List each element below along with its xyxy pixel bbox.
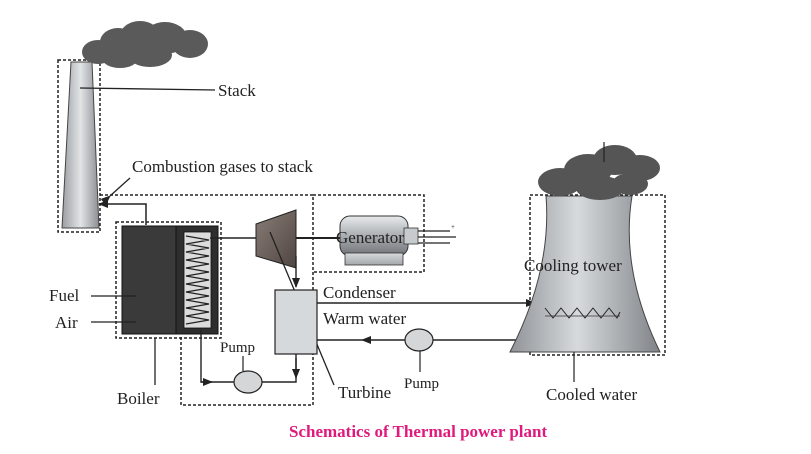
plant-boundary-dashed xyxy=(100,194,314,406)
generator-boundary-dashed xyxy=(313,194,425,273)
stack-chimney xyxy=(57,59,101,233)
diagram-caption: Schematics of Thermal power plant xyxy=(289,422,547,441)
generator-label: Generator xyxy=(336,228,404,247)
stack-smoke xyxy=(82,21,208,68)
combustion-gases-label: Combustion gases to stack xyxy=(132,157,313,176)
turbine-label: Turbine xyxy=(338,383,391,402)
combustion-leader-line xyxy=(100,177,131,205)
boiler xyxy=(121,225,219,335)
boiler-coil xyxy=(185,235,210,325)
tower-spray-nozzles xyxy=(544,307,621,319)
boiler-label: Boiler xyxy=(117,389,160,408)
pump-left-label: Pump xyxy=(220,340,255,356)
warm-water-label: Warm water xyxy=(323,309,406,328)
boiler-boundary-dashed xyxy=(115,221,222,339)
condensate-pipe xyxy=(262,354,297,383)
cooling-tower xyxy=(509,195,661,353)
cooling-tower-label: Cooling tower xyxy=(524,256,622,275)
combustion-gases-flow xyxy=(98,200,147,225)
air-label: Air xyxy=(55,313,78,332)
tower-steam-cloud xyxy=(538,145,660,200)
pump-left xyxy=(233,370,263,394)
turbine xyxy=(255,209,297,269)
cooled-water-label: Cooled water xyxy=(546,385,637,404)
condenser xyxy=(274,289,318,355)
pump-right xyxy=(404,328,434,352)
stack-label: Stack xyxy=(218,81,256,100)
svg-text:+: + xyxy=(451,223,455,231)
pump-right-label: Pump xyxy=(404,376,439,392)
generator: + xyxy=(339,215,456,266)
condenser-label: Condenser xyxy=(323,283,396,302)
stack-leader-line xyxy=(79,87,216,91)
fuel-label: Fuel xyxy=(49,286,80,305)
